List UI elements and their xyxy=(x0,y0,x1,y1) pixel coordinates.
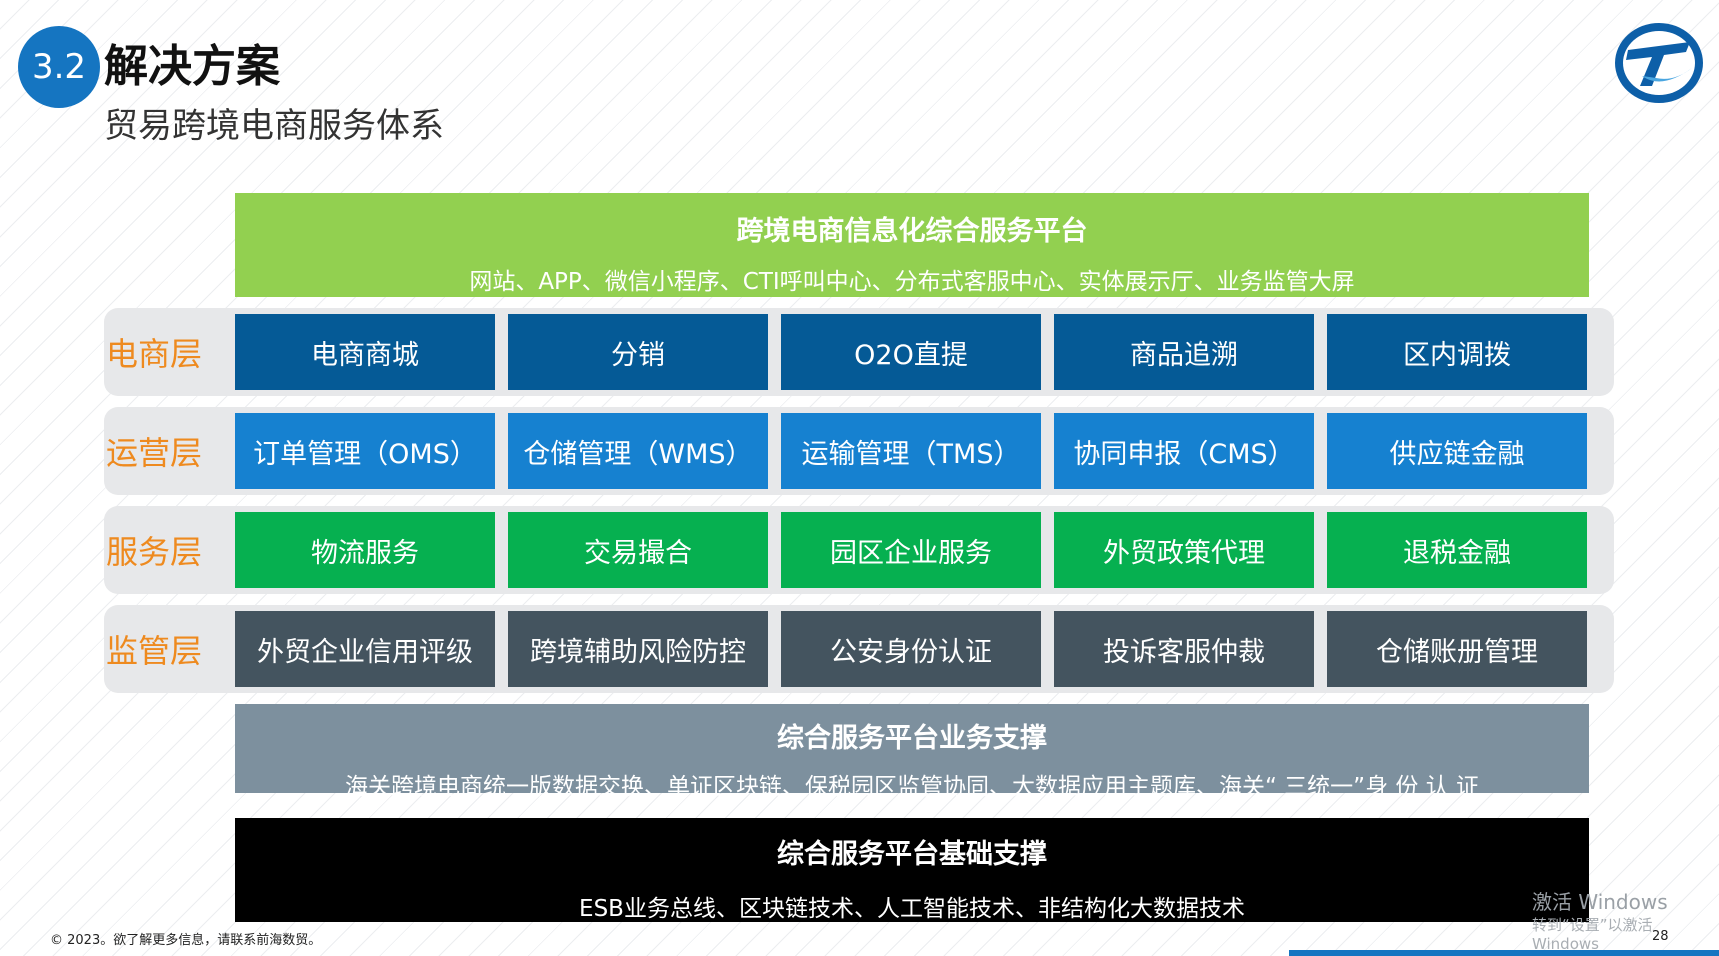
layer-cell: 外贸企业信用评级 xyxy=(235,611,495,687)
layer-operation: 运营层 订单管理（OMS） 仓储管理（WMS） 运输管理（TMS） 协同申报（C… xyxy=(104,407,1614,495)
info-service-platform-band: 跨境电商信息化综合服务平台 网站、APP、微信小程序、CTI呼叫中心、分布式客服… xyxy=(235,193,1589,297)
layer-cell: 仓储管理（WMS） xyxy=(508,413,768,489)
layer-cell: 外贸政策代理 xyxy=(1054,512,1314,588)
windows-activation-hint: 转到“设置”以激活 Windows xyxy=(1532,916,1653,953)
layer-cell: 供应链金融 xyxy=(1327,413,1587,489)
layer-cell: 园区企业服务 xyxy=(781,512,1041,588)
layer-cell: O2O直提 xyxy=(781,314,1041,390)
layer-ecommerce: 电商层 电商商城 分销 O2O直提 商品追溯 区内调拨 xyxy=(104,308,1614,396)
band-title: 综合服务平台业务支撑 xyxy=(777,723,1047,754)
layer-cell: 仓储账册管理 xyxy=(1327,611,1587,687)
band-title: 综合服务平台基础支撑 xyxy=(777,839,1047,870)
layer-cell: 交易撮合 xyxy=(508,512,768,588)
page-title: 解决方案 xyxy=(104,41,280,92)
layer-cell: 物流服务 xyxy=(235,512,495,588)
layer-cell: 区内调拨 xyxy=(1327,314,1587,390)
band-subtitle: 网站、APP、微信小程序、CTI呼叫中心、分布式客服中心、实体展示厅、业务监管大… xyxy=(469,269,1355,295)
section-number-badge: 3.2 xyxy=(18,26,100,108)
layer-cell: 商品追溯 xyxy=(1054,314,1314,390)
page-subtitle: 贸易跨境电商服务体系 xyxy=(104,106,444,146)
layer-regulation: 监管层 外贸企业信用评级 跨境辅助风险防控 公安身份认证 投诉客服仲裁 仓储账册… xyxy=(104,605,1614,693)
band-subtitle: ESB业务总线、区块链技术、人工智能技术、非结构化大数据技术 xyxy=(579,896,1245,922)
windows-activation-watermark: 激活 Windows xyxy=(1532,890,1668,914)
business-support-band: 综合服务平台业务支撑 海关跨境电商统一版数据交换、单证区块链、保税园区监管协同、… xyxy=(235,704,1589,800)
band-title: 跨境电商信息化综合服务平台 xyxy=(736,216,1088,247)
layer-cell: 电商商城 xyxy=(235,314,495,390)
layer-cell: 投诉客服仲裁 xyxy=(1054,611,1314,687)
infrastructure-support-band: 综合服务平台基础支撑 ESB业务总线、区块链技术、人工智能技术、非结构化大数据技… xyxy=(235,818,1589,922)
layer-label: 电商层 xyxy=(106,335,203,373)
layer-cell: 订单管理（OMS） xyxy=(235,413,495,489)
page-number: 28 xyxy=(1652,929,1669,944)
layer-cell: 退税金融 xyxy=(1327,512,1587,588)
company-logo-icon xyxy=(1615,23,1703,103)
layer-cell: 跨境辅助风险防控 xyxy=(508,611,768,687)
layer-cell: 公安身份认证 xyxy=(781,611,1041,687)
layer-label: 监管层 xyxy=(106,632,203,670)
band-subtitle: 海关跨境电商统一版数据交换、单证区块链、保税园区监管协同、大数据应用主题库、海关… xyxy=(344,774,1480,800)
layer-label: 服务层 xyxy=(106,533,203,571)
layer-label: 运营层 xyxy=(106,434,203,472)
copyright-footer: © 2023。欲了解更多信息，请联系前海数贸。 xyxy=(50,933,322,948)
layer-cell: 分销 xyxy=(508,314,768,390)
layer-service: 服务层 物流服务 交易撮合 园区企业服务 外贸政策代理 退税金融 xyxy=(104,506,1614,594)
bottom-accent-stripe xyxy=(1289,950,1719,956)
layer-cell: 协同申报（CMS） xyxy=(1054,413,1314,489)
layer-cell: 运输管理（TMS） xyxy=(781,413,1041,489)
